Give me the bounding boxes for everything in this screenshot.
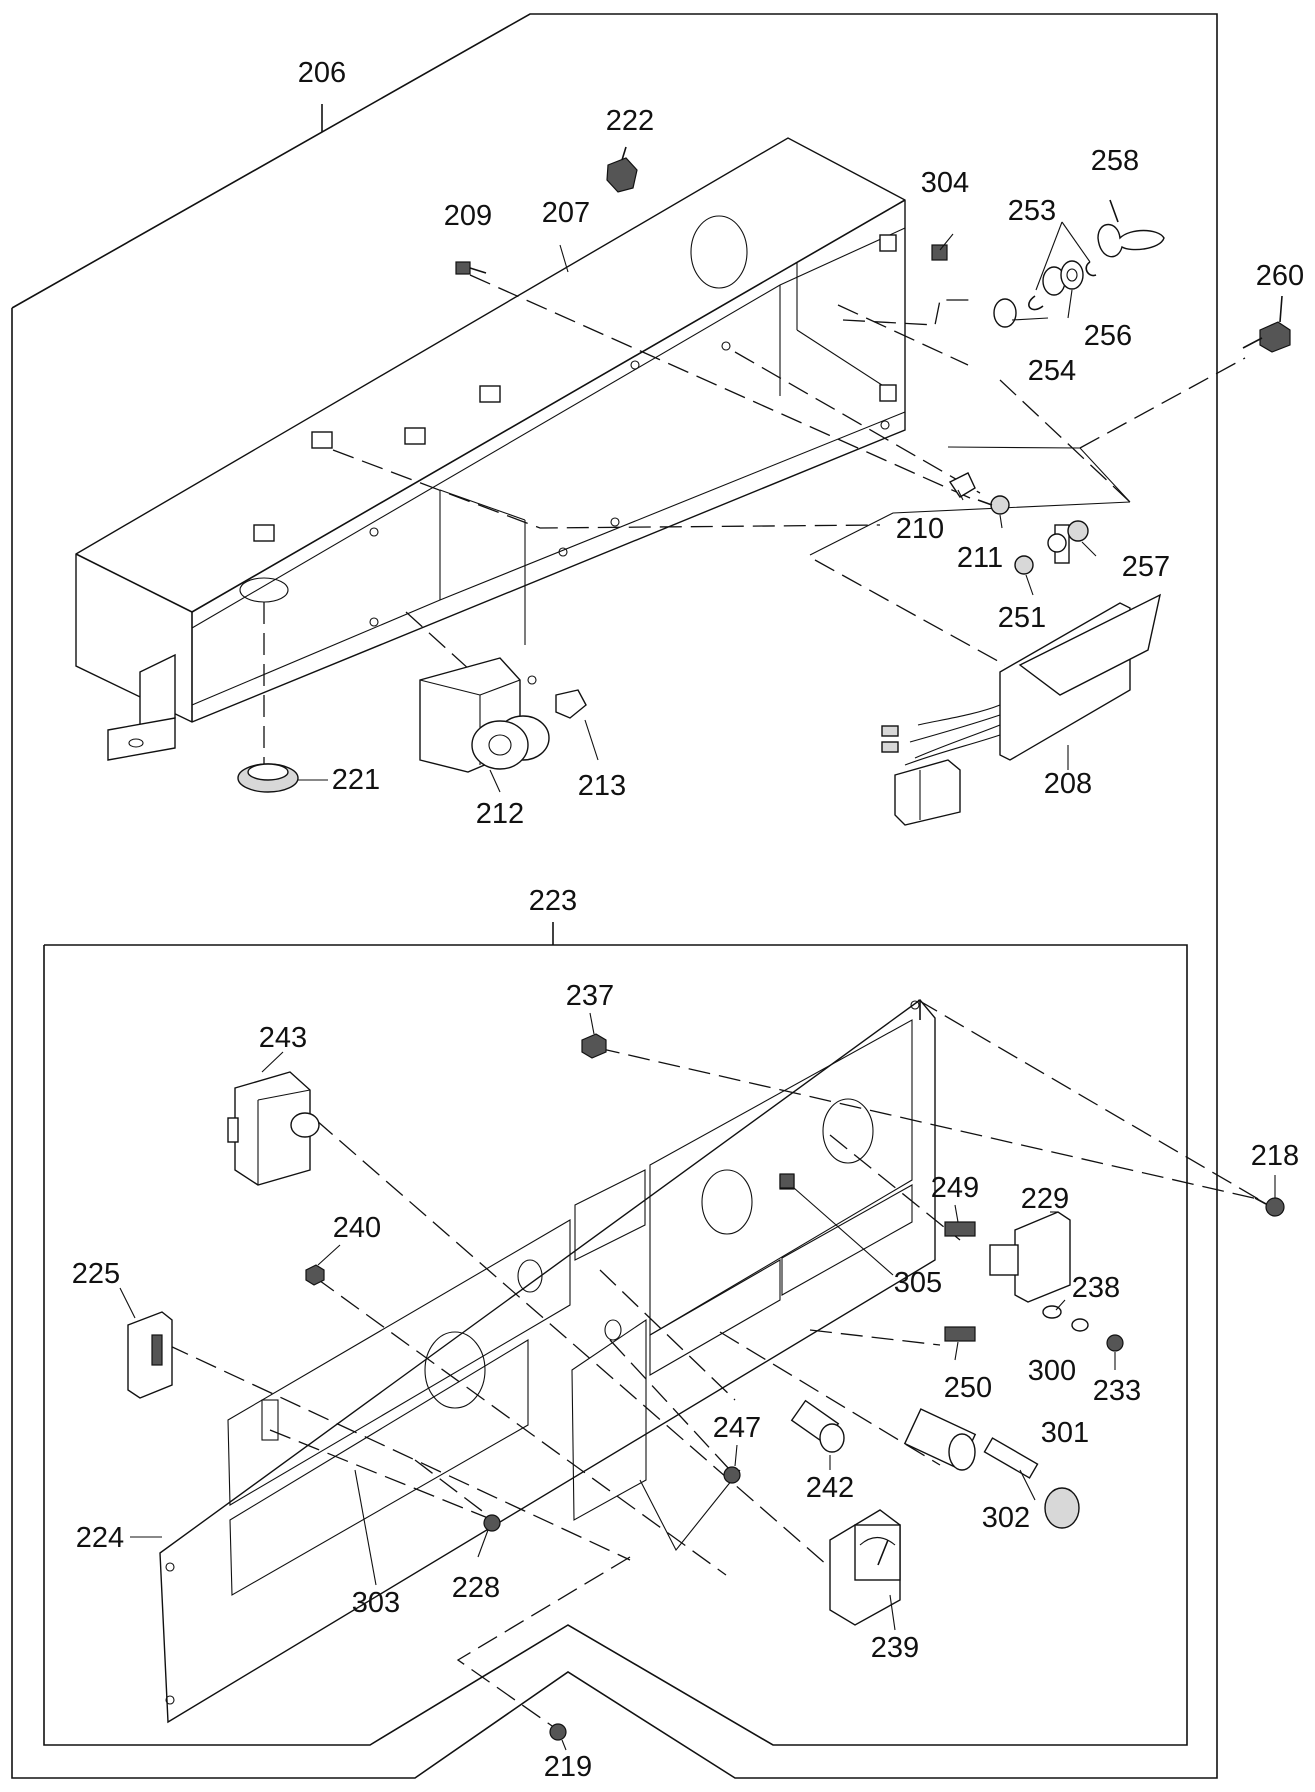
label-224: 224 — [76, 1522, 124, 1554]
lower-dashed-leaders — [167, 999, 1263, 1729]
label-210: 210 — [896, 513, 944, 545]
part-260-bolt — [1242, 295, 1291, 353]
part-218-screw — [1254, 1197, 1285, 1217]
part-225-switch — [127, 1311, 173, 1399]
part-228-screw — [483, 1514, 501, 1532]
label-251: 251 — [998, 602, 1046, 634]
control-box-housing — [75, 137, 948, 761]
label-229: 229 — [1021, 1183, 1069, 1215]
label-225: 225 — [72, 1258, 120, 1290]
label-243: 243 — [259, 1022, 307, 1054]
label-206: 206 — [298, 57, 346, 89]
label-257: 257 — [1122, 551, 1170, 583]
label-249: 249 — [931, 1172, 979, 1204]
label-237: 237 — [566, 980, 614, 1012]
part-247-screw — [723, 1466, 741, 1484]
part-222-clip — [606, 146, 638, 193]
label-222: 222 — [606, 105, 654, 137]
assembly-206-boundary — [11, 13, 1218, 1779]
label-242: 242 — [806, 1472, 854, 1504]
part-305-label — [779, 1173, 795, 1189]
label-253: 253 — [1008, 195, 1056, 227]
upper-dashed-leaders — [263, 274, 1246, 765]
part-240-nut — [305, 1264, 325, 1286]
label-209: 209 — [444, 200, 492, 232]
label-239: 239 — [871, 1632, 919, 1664]
label-233: 233 — [1093, 1375, 1141, 1407]
part-249-250-terminals — [944, 1221, 976, 1342]
part-219-screw — [549, 1723, 567, 1741]
part-301-302-fuse-holder — [903, 1408, 1080, 1529]
part-212-213-221-terminal-block — [237, 657, 587, 793]
part-243-breaker — [227, 1071, 320, 1186]
label-304: 304 — [921, 167, 969, 199]
label-218: 218 — [1251, 1140, 1299, 1172]
label-301: 301 — [1041, 1417, 1089, 1449]
label-223: 223 — [529, 885, 577, 917]
label-207: 207 — [542, 197, 590, 229]
label-305: 305 — [894, 1267, 942, 1299]
label-302: 302 — [982, 1502, 1030, 1534]
label-208: 208 — [1044, 768, 1092, 800]
label-238: 238 — [1072, 1272, 1120, 1304]
assembly-223-boundary — [43, 944, 1188, 1746]
part-229-receptacle — [989, 1211, 1071, 1303]
label-213: 213 — [578, 770, 626, 802]
part-258-wing-nut — [1097, 199, 1165, 258]
label-300: 300 — [1028, 1355, 1076, 1387]
part-253-256-washers — [993, 221, 1097, 328]
label-212: 212 — [476, 798, 524, 830]
label-240: 240 — [333, 1212, 381, 1244]
label-260: 260 — [1256, 260, 1304, 292]
label-219: 219 — [544, 1751, 592, 1783]
part-208-wiring-assembly — [881, 593, 1161, 826]
label-254: 254 — [1028, 355, 1076, 387]
part-239-meter — [829, 1509, 901, 1626]
label-258: 258 — [1091, 145, 1139, 177]
part-242-lamp — [790, 1399, 845, 1453]
label-211: 211 — [957, 542, 1003, 574]
label-303: 303 — [352, 1587, 400, 1619]
label-228: 228 — [452, 1572, 500, 1604]
label-leader-lines — [119, 233, 1276, 1751]
part-238-300-233-hardware — [1042, 1305, 1124, 1352]
part-209-screw — [455, 261, 487, 275]
label-250: 250 — [944, 1372, 992, 1404]
label-247: 247 — [713, 1412, 761, 1444]
label-256: 256 — [1084, 320, 1132, 352]
part-237-nut — [581, 1033, 607, 1059]
label-221: 221 — [332, 764, 380, 796]
part-210-211-257-251-hardware — [948, 472, 1089, 575]
